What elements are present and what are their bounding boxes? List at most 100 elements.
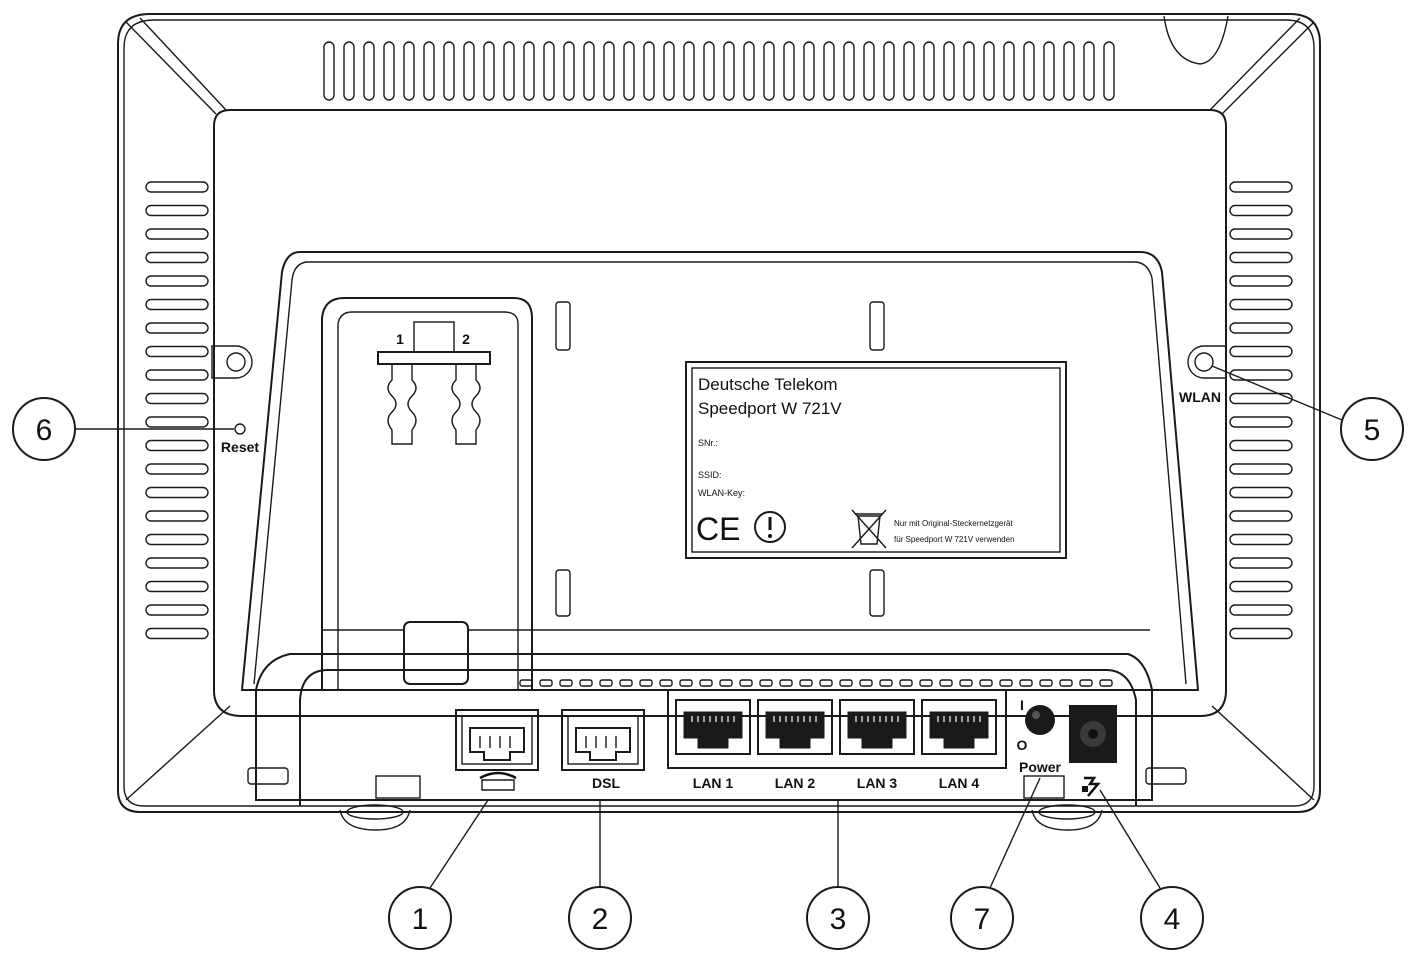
panel-ridge [659, 679, 673, 687]
panel-ridge [599, 679, 613, 687]
vent-slot [145, 486, 209, 499]
vent-slot [663, 41, 675, 101]
vent-slot [145, 557, 209, 569]
vent-slot [403, 41, 415, 101]
vent-slot [145, 580, 209, 593]
vent-slot [145, 275, 209, 287]
router-housing [117, 13, 1321, 813]
power-switch[interactable] [1025, 705, 1055, 735]
vent-slot [463, 41, 475, 101]
vent-slot [1229, 322, 1293, 334]
vent-slot [1229, 228, 1293, 240]
vent-slot [1229, 416, 1293, 428]
panel-ridge [879, 679, 893, 687]
vent-slot [145, 228, 209, 240]
vent-slot [943, 41, 955, 101]
warning-icon [754, 511, 786, 543]
vent-slot [383, 41, 395, 101]
vent-slot [1229, 439, 1293, 452]
dsl-port[interactable] [561, 709, 645, 771]
vent-slot [763, 41, 775, 101]
stand-slot-1-label: 1 [396, 331, 404, 347]
dc-power-jack[interactable] [1069, 705, 1117, 763]
vent-slot [583, 41, 595, 101]
reset-button[interactable] [234, 423, 246, 435]
vent-slot [145, 604, 209, 616]
panel-ridges [519, 679, 1113, 687]
vent-slot [145, 533, 209, 546]
vent-slot [1229, 510, 1293, 522]
vent-slot [683, 41, 695, 101]
panel-ridge [779, 679, 793, 687]
panel-ridge [739, 679, 753, 687]
panel-ridge [999, 679, 1013, 687]
callout-number: 2 [592, 903, 609, 936]
callout-1: 1 [388, 886, 452, 950]
vent-slot [1229, 204, 1293, 217]
vent-slot [523, 41, 535, 101]
panel-ridge [1019, 679, 1033, 687]
panel-ridge [1039, 679, 1053, 687]
phone-port[interactable] [455, 709, 539, 771]
panel-ridge [619, 679, 633, 687]
panel-ridge [699, 679, 713, 687]
vent-slot [1229, 580, 1293, 593]
lan-port-3-label: LAN 3 [857, 775, 898, 791]
vent-slot [843, 41, 855, 101]
vent-slot [1229, 251, 1293, 264]
panel-ridge [579, 679, 593, 687]
panel-ridge [839, 679, 853, 687]
vent-slot [1003, 41, 1015, 101]
panel-ridge [799, 679, 813, 687]
left-vents [145, 181, 209, 640]
vent-slot [983, 41, 995, 101]
label-notice-line2: für Speedport W 721V verwenden [894, 535, 1015, 544]
callout-number: 4 [1164, 903, 1181, 936]
vent-slot [145, 322, 209, 334]
vent-slot [1229, 486, 1293, 499]
vent-slot [343, 41, 355, 101]
vent-slot [145, 510, 209, 522]
foot-left [339, 804, 411, 831]
vent-slot [543, 41, 555, 101]
label-brand: Deutsche Telekom [698, 375, 838, 394]
vent-slot [1229, 181, 1293, 193]
vent-slot [145, 392, 209, 405]
vent-slot [783, 41, 795, 101]
panel-ridge [679, 679, 693, 687]
panel-ridge [899, 679, 913, 687]
ce-mark: CE [696, 511, 740, 547]
vent-slot [145, 345, 209, 358]
mounting-hole-left [211, 345, 253, 379]
lan-port-1[interactable] [675, 699, 751, 755]
lan-port-2[interactable] [757, 699, 833, 755]
stand-slot-2-label: 2 [462, 331, 470, 347]
vent-slot [1229, 369, 1293, 381]
label-model: Speedport W 721V [698, 399, 842, 418]
vent-slot [1229, 557, 1293, 569]
panel-ridge [819, 679, 833, 687]
vent-slot [923, 41, 935, 101]
vent-slot [145, 251, 209, 264]
vent-slot [1229, 463, 1293, 475]
lan-port-3[interactable] [839, 699, 915, 755]
vent-slot [903, 41, 915, 101]
vent-slot [703, 41, 715, 101]
vent-slot [1229, 275, 1293, 287]
type-label: Deutsche Telekom Speedport W 721V SNr.: … [685, 361, 1067, 559]
vent-slot [145, 204, 209, 217]
right-vents [1229, 181, 1293, 640]
vent-slot [145, 463, 209, 475]
vent-slot [1023, 41, 1035, 101]
vent-slot [1229, 345, 1293, 358]
label-serial: SNr.: [698, 438, 718, 448]
lan-port-4[interactable] [921, 699, 997, 755]
callout-number: 1 [412, 903, 429, 936]
vent-slot [1229, 604, 1293, 616]
callout-leaders [76, 365, 1343, 889]
vent-slot [1229, 627, 1293, 640]
callout-number: 6 [36, 414, 53, 447]
